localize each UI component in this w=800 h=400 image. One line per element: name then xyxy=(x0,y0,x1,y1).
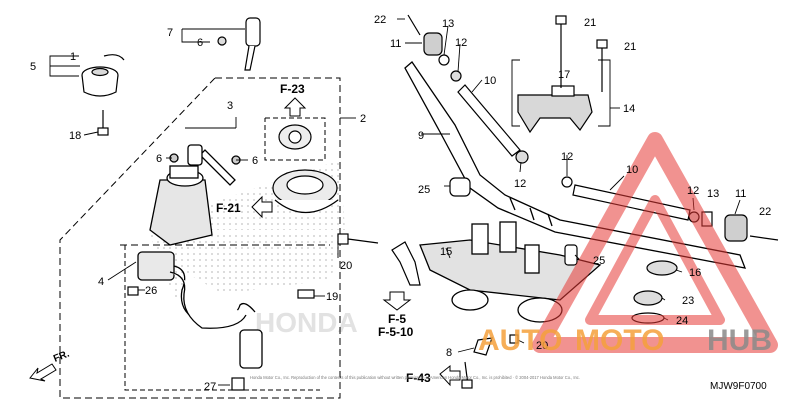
leader-lines xyxy=(49,18,741,386)
callout-24: 24 xyxy=(676,315,688,327)
part-code: MJW9F0700 xyxy=(710,381,767,392)
right-nuts xyxy=(631,260,678,324)
callout-1: 1 xyxy=(70,51,76,63)
arrow-up-f23 xyxy=(283,97,307,117)
front-label: FR. xyxy=(52,348,71,364)
callout-18: 18 xyxy=(69,130,81,142)
detail-box xyxy=(124,117,326,391)
callout-8: 8 xyxy=(446,347,452,359)
left-bar-end-parts xyxy=(407,14,529,164)
watermark-triangle xyxy=(532,132,778,353)
callout-10b: 10 xyxy=(626,164,638,176)
callout-13a: 13 xyxy=(442,18,454,30)
callout-17: 17 xyxy=(558,69,570,81)
callout-13b: 13 xyxy=(707,188,719,200)
callout-22a: 22 xyxy=(374,14,386,26)
part-14-upper-holder xyxy=(517,15,608,134)
copyright-text: Honda Motor Co., Inc. Reproduction of th… xyxy=(250,374,580,380)
ref-f5: F-5 xyxy=(388,312,406,326)
part-20-bolt xyxy=(337,233,379,245)
callout-6c: 6 xyxy=(252,155,258,167)
callout-9: 9 xyxy=(418,130,424,142)
callout-3: 3 xyxy=(227,100,233,112)
callout-20b: 20 xyxy=(536,340,548,352)
reference-labels: F-23 F-21 F-5 F-5-10 F-43 xyxy=(216,82,431,385)
watermark-hub: HUB xyxy=(707,324,772,357)
callout-4: 4 xyxy=(98,276,104,288)
detail-cap xyxy=(272,169,339,213)
callout-12b: 12 xyxy=(514,178,526,190)
callout-25a: 25 xyxy=(418,184,430,196)
callout-26: 26 xyxy=(145,285,157,297)
watermark-auto: AUTO xyxy=(478,324,562,357)
callout-15: 15 xyxy=(440,246,452,258)
part-9-handlebar xyxy=(404,61,747,269)
arrow-left-f21 xyxy=(251,195,273,219)
small-fasteners xyxy=(127,286,315,391)
ref-f510: F-5-10 xyxy=(378,325,414,339)
part-5-collar xyxy=(81,54,125,97)
assembly-outline xyxy=(59,77,341,399)
callout-labels: 1 5 18 7 6 3 6 6 2 4 26 19 27 22 11 13 1… xyxy=(30,14,771,393)
callout-14: 14 xyxy=(623,103,635,115)
callout-23: 23 xyxy=(682,295,694,307)
part-4-harness xyxy=(137,251,263,369)
part-3-ignition-switch xyxy=(149,144,241,246)
ref-f21: F-21 xyxy=(216,201,241,215)
part-8-brackets xyxy=(461,334,519,389)
watermark-moto: MOTO xyxy=(575,324,664,357)
ref-f23: F-23 xyxy=(280,82,305,96)
callout-20a: 20 xyxy=(340,260,352,272)
arrow-left-f43 xyxy=(439,364,461,387)
watermark-text: AUTO MOTO HUB xyxy=(478,324,772,357)
part-25-clips xyxy=(449,177,578,266)
ref-f43: F-43 xyxy=(406,371,431,385)
part-15-top-bridge xyxy=(419,221,602,323)
front-arrow-icon xyxy=(29,363,57,382)
part-18-bolt xyxy=(97,110,109,136)
callout-7: 7 xyxy=(167,27,173,39)
callout-5: 5 xyxy=(30,61,36,73)
reference-arrows xyxy=(251,97,461,387)
part-7-key xyxy=(217,17,261,71)
callout-12c: 12 xyxy=(561,151,573,163)
callout-6b: 6 xyxy=(156,153,162,165)
callout-11a: 11 xyxy=(390,38,401,50)
callout-21b: 21 xyxy=(624,41,636,53)
callout-10a: 10 xyxy=(484,75,496,87)
callout-11b: 11 xyxy=(735,188,746,200)
callout-16: 16 xyxy=(689,267,701,279)
callout-27: 27 xyxy=(204,381,216,393)
f5-bracket xyxy=(391,241,421,286)
callout-19: 19 xyxy=(326,291,338,303)
callout-21a: 21 xyxy=(584,17,596,29)
arrow-down-f5 xyxy=(382,291,412,311)
callout-22b: 22 xyxy=(759,206,771,218)
detail-lock xyxy=(278,124,312,150)
callout-12a: 12 xyxy=(455,37,467,49)
svg-text:HONDA: HONDA xyxy=(255,307,358,338)
callout-25b: 25 xyxy=(593,255,605,267)
callout-2: 2 xyxy=(360,113,366,125)
callout-6a: 6 xyxy=(197,37,203,49)
callout-12d: 12 xyxy=(687,185,699,197)
